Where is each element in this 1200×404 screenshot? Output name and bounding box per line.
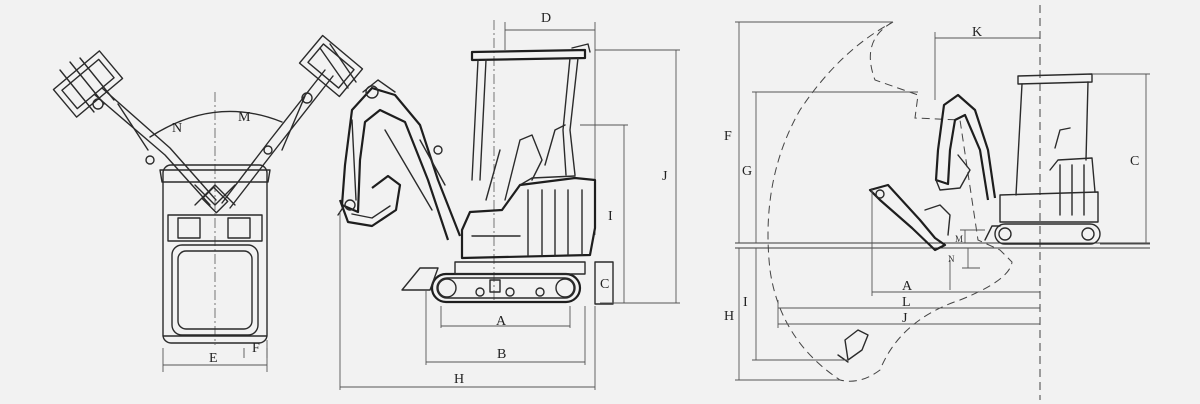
label-j-range: J [902, 311, 908, 326]
top-body [162, 164, 268, 344]
label-e: E [209, 351, 218, 366]
label-n: N [172, 121, 182, 136]
label-k: K [972, 25, 982, 40]
label-c-right: C [1130, 154, 1139, 169]
side-bucket [338, 174, 402, 228]
label-a: A [496, 314, 507, 329]
working-range-view: K C F G H I A L J M [724, 5, 1150, 400]
label-f: F [252, 341, 260, 356]
label-a-range: A [902, 279, 913, 294]
working-envelope [767, 21, 1013, 382]
label-i: I [608, 209, 613, 224]
label-g: G [742, 164, 752, 179]
label-i-range: I [743, 295, 748, 310]
label-d: D [541, 11, 551, 26]
label-h: H [454, 372, 464, 387]
side-blade [401, 267, 439, 291]
label-f-range: F [724, 129, 732, 144]
label-b: B [497, 347, 506, 362]
label-l: L [902, 295, 911, 310]
top-blade [159, 169, 271, 183]
label-m: M [238, 110, 251, 125]
top-cab [171, 244, 259, 336]
side-canopy [470, 43, 591, 181]
side-undercarriage [401, 261, 586, 304]
side-view: D [337, 11, 680, 390]
top-view: N M [52, 34, 364, 372]
label-m-range: M [955, 234, 963, 244]
top-upper-frame [167, 214, 263, 242]
range-excavator [837, 73, 1101, 363]
side-upper-body [460, 124, 597, 260]
label-c: C [600, 277, 609, 292]
swing-arc [149, 110, 283, 138]
label-n-range: N [948, 254, 955, 264]
label-h-range: H [724, 309, 734, 324]
label-j: J [662, 169, 668, 184]
